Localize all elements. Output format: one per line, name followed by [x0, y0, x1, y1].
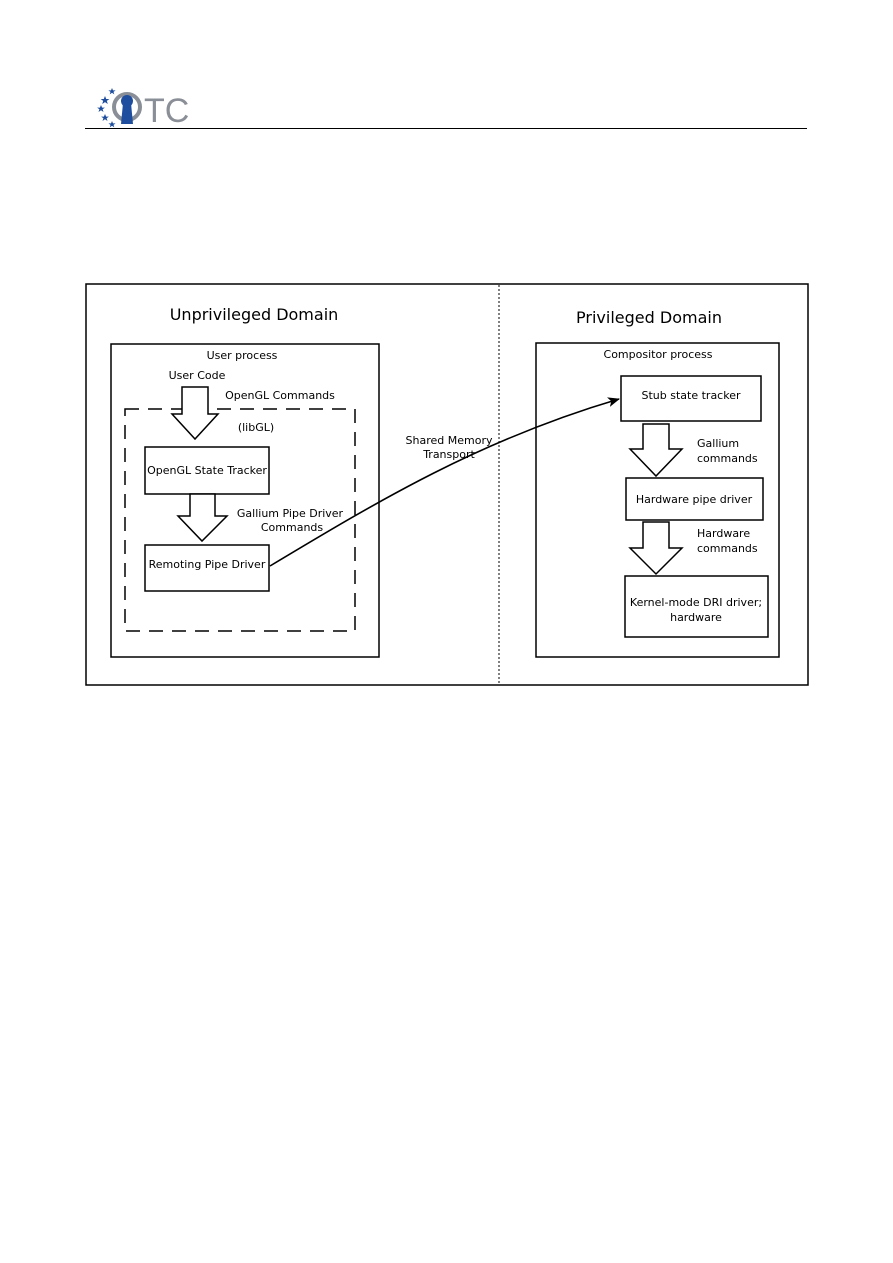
- gallium-pipe-label-1: Gallium Pipe Driver: [237, 507, 344, 520]
- gallium-arrow-left: [176, 493, 229, 543]
- star-ring-icon: [97, 88, 116, 128]
- user-process-box: [110, 343, 380, 658]
- remoting-pipe-driver-box: [144, 544, 270, 592]
- libgl-label: (libGL): [238, 421, 274, 434]
- hardware-pipe-driver-label: Hardware pipe driver: [636, 493, 753, 506]
- itc-logo: TC: [97, 88, 188, 130]
- opengl-state-tracker-label: OpenGL State Tracker: [147, 464, 267, 477]
- transport-label-1: Shared Memory: [406, 434, 493, 447]
- kernel-dri-driver-box: [624, 575, 769, 638]
- shared-memory-transport-arrow: [269, 397, 620, 567]
- transport-label-2: Transport: [422, 448, 475, 461]
- opengl-state-tracker-box: [144, 446, 270, 495]
- gallium-commands-label-2: commands: [697, 452, 758, 465]
- opengl-commands-label: OpenGL Commands: [225, 389, 335, 402]
- libgl-dashed-box: [124, 408, 356, 632]
- stub-state-tracker-box: [620, 375, 762, 422]
- hardware-commands-label-1: Hardware: [697, 527, 750, 540]
- gallium-commands-label-1: Gallium: [697, 437, 739, 450]
- stub-state-tracker-label: Stub state tracker: [642, 389, 741, 402]
- compositor-process-label: Compositor process: [604, 348, 713, 361]
- user-process-label: User process: [207, 349, 278, 362]
- hardware-pipe-driver-box: [625, 477, 764, 521]
- kernel-dri-driver-label-1: Kernel-mode DRI driver;: [630, 596, 762, 609]
- diagram-frame: [85, 283, 809, 686]
- hardware-commands-label-2: commands: [697, 542, 758, 555]
- left-domain-title: Unprivileged Domain: [170, 305, 339, 324]
- compositor-process-box: [535, 342, 780, 658]
- logo-text: TC: [144, 92, 188, 130]
- gallium-arrow-right: [628, 423, 684, 478]
- gallium-pipe-label-2: Commands: [261, 521, 324, 534]
- header-rule: [85, 128, 807, 129]
- user-code-arrow: [170, 386, 220, 441]
- right-domain-title: Privileged Domain: [576, 308, 722, 327]
- user-code-label: User Code: [169, 369, 226, 382]
- hardware-arrow: [628, 521, 684, 576]
- kernel-dri-driver-label-2: hardware: [670, 611, 722, 624]
- remoting-pipe-driver-label: Remoting Pipe Driver: [149, 558, 266, 571]
- keyhole-icon: [112, 92, 142, 124]
